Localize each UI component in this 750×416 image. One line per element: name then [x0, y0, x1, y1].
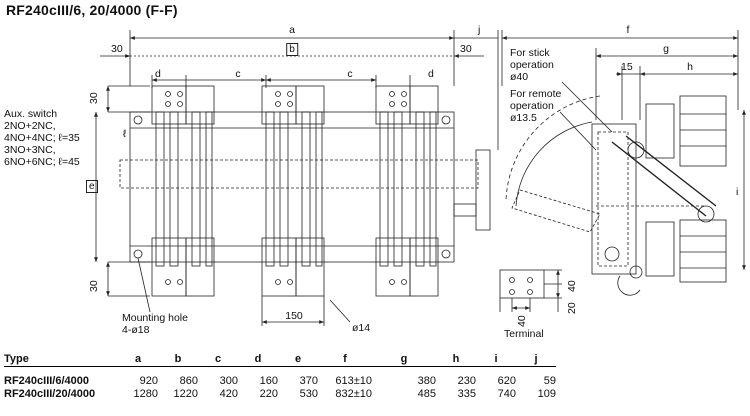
cell-j: 59: [543, 375, 556, 387]
cell-f: 832±10: [335, 388, 372, 400]
cell-h: 230: [457, 375, 476, 387]
col-header-g: g: [372, 353, 436, 367]
col-header-type: Type: [4, 353, 118, 367]
terminal-dim-20: 20: [566, 302, 578, 314]
cell-f: 613±10: [335, 375, 372, 387]
cell-j: 109: [537, 388, 556, 400]
dim-g-label: g: [663, 43, 669, 55]
pole-3: [375, 85, 439, 297]
col-header-a: a: [118, 353, 158, 367]
dim-l-label: ℓ: [123, 128, 127, 140]
cell-h: 335: [457, 388, 476, 400]
aux-switch-note: Aux. switch 2NO+2NC, 4NO+4NC; ℓ=35 3NO+3…: [4, 108, 80, 168]
cell-g: 380: [417, 375, 436, 387]
col-header-c: c: [198, 353, 238, 367]
cell-e: 530: [299, 388, 318, 400]
table-row: RF240cIII/6/4000 920 860 300 160 370 613…: [4, 375, 556, 388]
cell-a: 920: [139, 375, 158, 387]
mounting-hole-note: Mounting hole 4-ø18: [122, 312, 188, 336]
cell-c: 420: [219, 388, 238, 400]
terminal-dim-40-v: 40: [566, 280, 578, 292]
dim-i-label: i: [736, 186, 739, 198]
cell-i: 740: [497, 388, 516, 400]
dimension-table: Type a b c d e f g h i j RF240cIII/6/400…: [4, 353, 556, 401]
dim-d-label-2: d: [428, 68, 434, 80]
dim-h-label: h: [687, 61, 693, 73]
stick-operation-note: For stick operation ø40: [510, 47, 554, 83]
dim-30-bottom-v-label: 30: [88, 280, 100, 292]
dim-phi14-label: ø14: [352, 322, 371, 334]
dim-e-label: e: [86, 180, 98, 193]
dim-c-label-2: c: [347, 68, 353, 80]
dim-c-label-1: c: [235, 68, 241, 80]
terminal-label: Terminal: [504, 328, 544, 340]
col-header-f: f: [318, 353, 372, 367]
type-cell: RF240cIII/6/4000: [4, 375, 90, 387]
cell-i: 620: [497, 375, 516, 387]
cell-a: 1280: [133, 388, 158, 400]
col-header-i: i: [476, 353, 516, 367]
table-header-row: Type a b c d e f g h i j: [4, 353, 556, 367]
col-header-j: j: [516, 353, 556, 367]
dim-a-label: a: [289, 24, 295, 36]
dim-b-label: b: [286, 43, 298, 56]
remote-operation-note: For remote operation ø13.5: [510, 88, 562, 124]
dim-30-top-v-label: 30: [88, 92, 100, 104]
pole-2: [261, 85, 325, 297]
type-cell: RF240cIII/20/4000: [4, 388, 96, 400]
cell-d: 220: [259, 388, 278, 400]
dim-d-label-1: d: [155, 68, 161, 80]
terminal-dim-40-h: 40: [516, 315, 528, 327]
col-header-e: e: [278, 353, 318, 367]
pole-1: [151, 85, 215, 297]
cell-c: 300: [219, 375, 238, 387]
cell-g: 485: [417, 388, 436, 400]
dim-30-left-label: 30: [111, 43, 123, 55]
drawing-title: RF240cIII/6, 20/4000 (F-F): [6, 2, 178, 18]
dim-j-label: j: [478, 24, 481, 36]
dim-15-label: 15: [621, 61, 633, 73]
cell-d: 160: [259, 375, 278, 387]
dim-150-label: 150: [285, 310, 303, 322]
col-header-h: h: [436, 353, 476, 367]
col-header-b: b: [158, 353, 198, 367]
dim-30-right-label: 30: [460, 43, 472, 55]
cell-e: 370: [299, 375, 318, 387]
cell-b: 1220: [173, 388, 198, 400]
col-header-d: d: [238, 353, 278, 367]
cell-b: 860: [179, 375, 198, 387]
dim-f-label: f: [626, 24, 630, 36]
table-row: RF240cIII/20/4000 1280 1220 420 220 530 …: [4, 388, 556, 401]
